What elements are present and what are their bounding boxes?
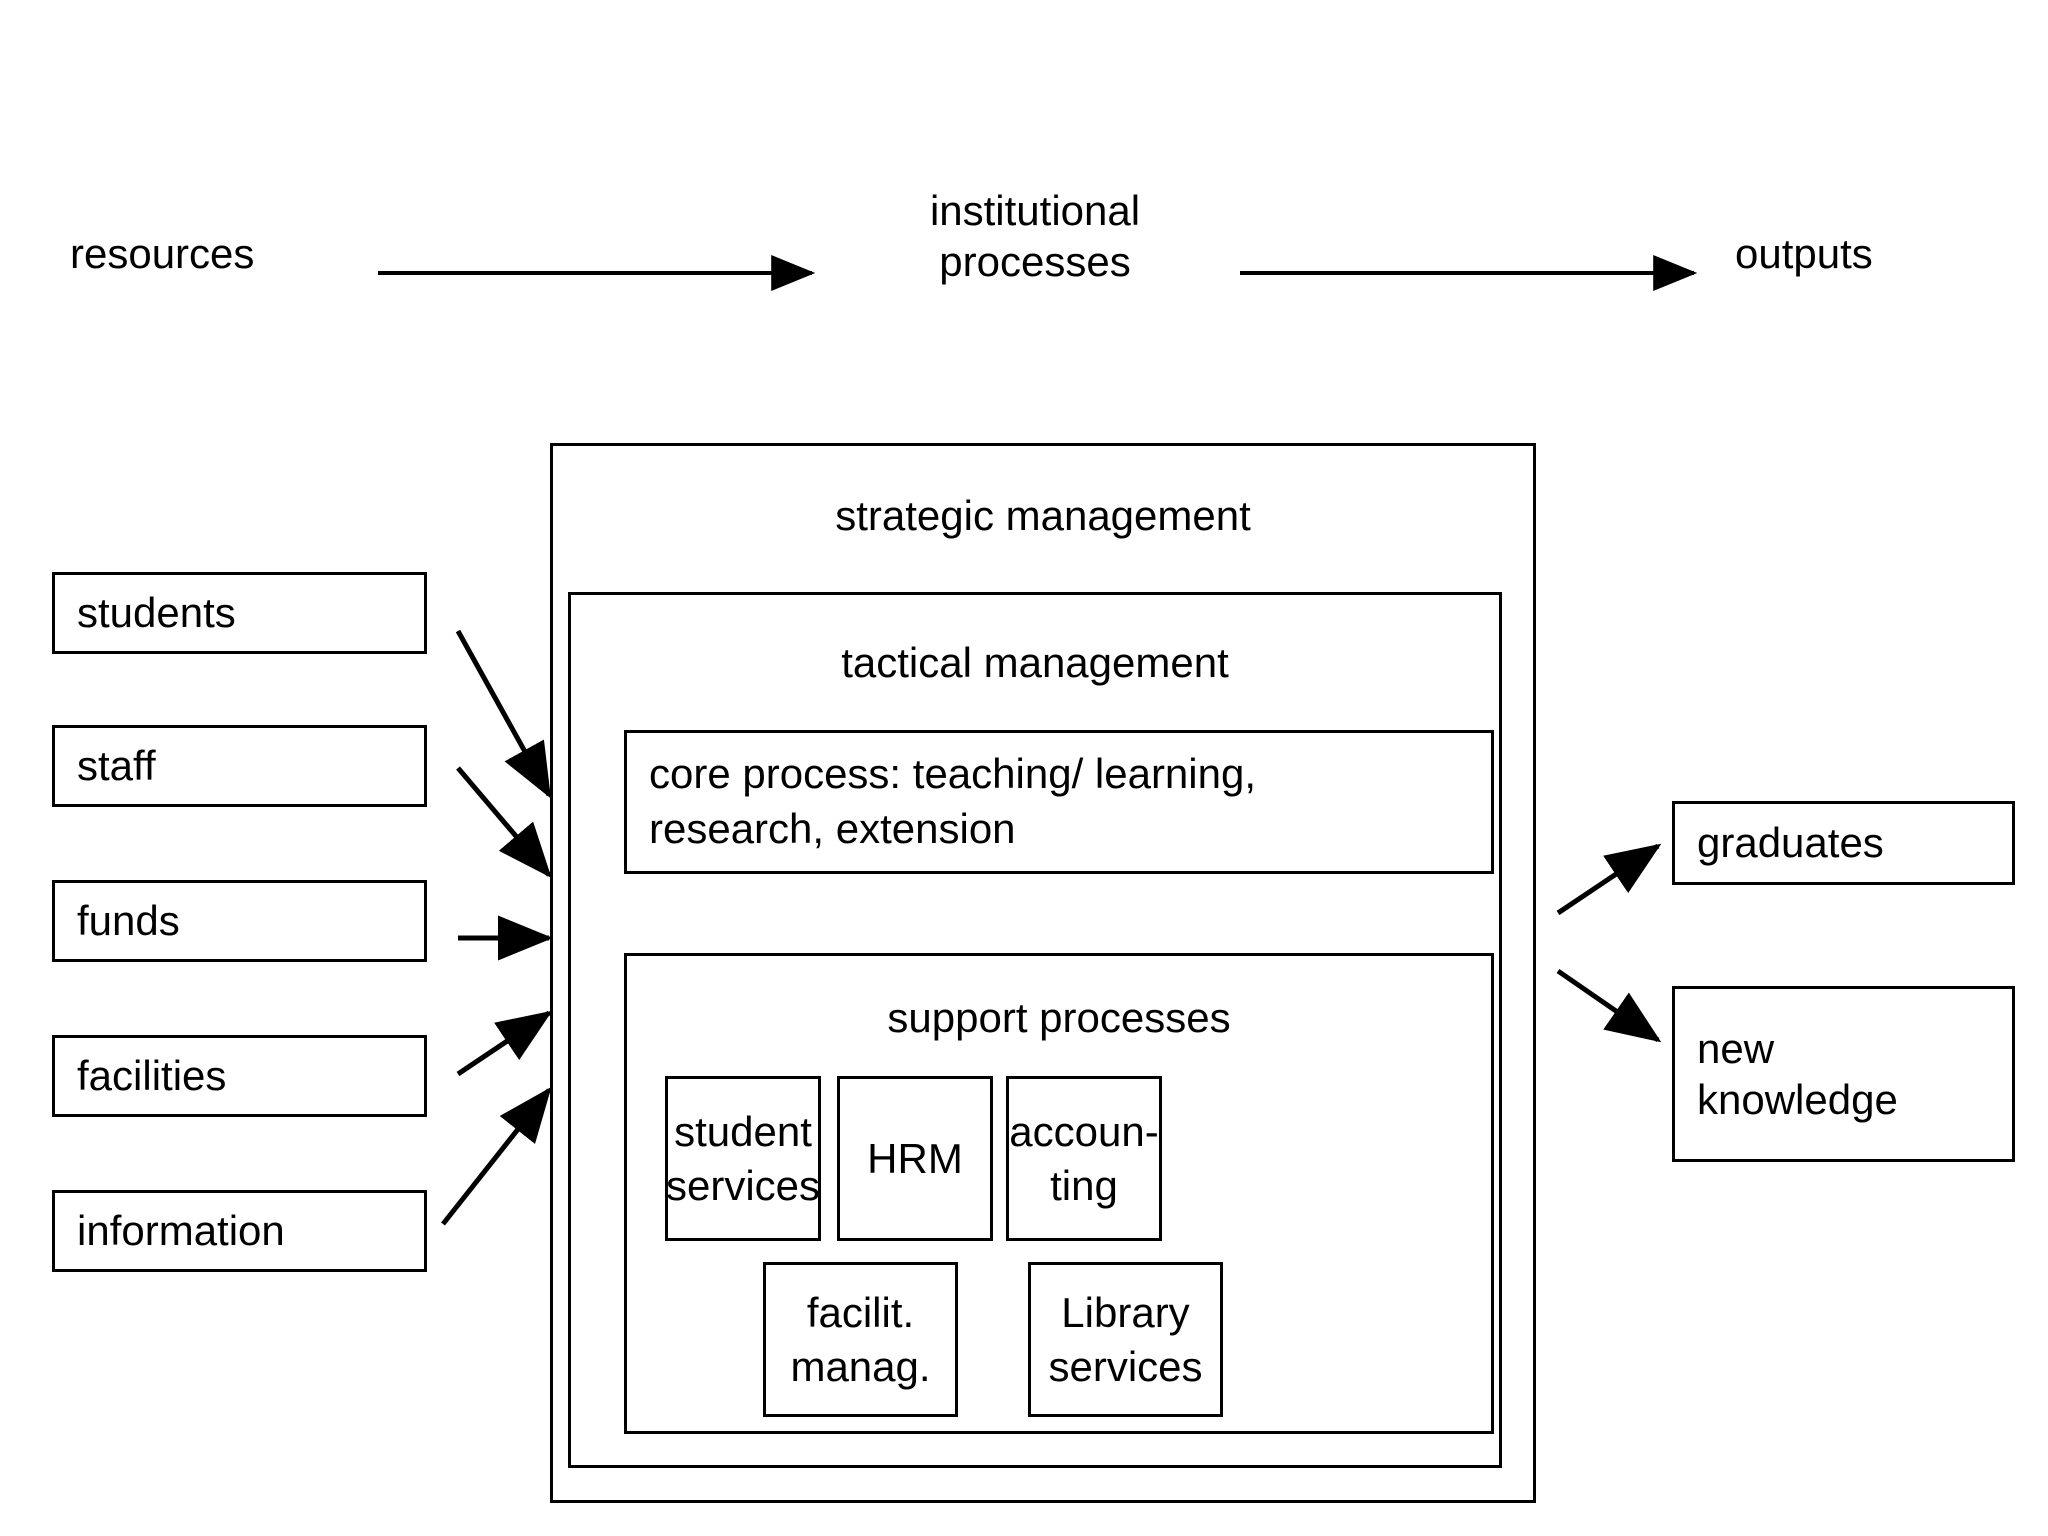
resource-box-students[interactable]: students [52,572,427,654]
support-unit-label: HRM [867,1134,963,1182]
resource-label: funds [77,897,180,945]
support-unit-student-services[interactable]: student services [665,1076,821,1241]
support-unit-accounting[interactable]: accoun- ting [1006,1076,1162,1241]
resource-box-information[interactable]: information [52,1190,427,1272]
support-unit-facility-management[interactable]: facilit. manag. [763,1262,958,1417]
arrow-information-to-processes [441,1086,552,1226]
output-label: graduates [1697,819,1884,867]
core-process-box[interactable]: core process: teaching/ learning, resear… [624,730,1494,874]
arrow-facilities-to-processes [456,1010,553,1077]
arrow-processes-to-new-knowledge [1556,968,1662,1043]
resource-label: facilities [77,1052,227,1100]
support-unit-label: facilit. manag. [790,1288,931,1390]
resource-label: information [77,1207,285,1255]
support-unit-label: accoun- ting [1009,1107,1159,1209]
arrow-staff-to-processes [456,766,552,879]
support-unit-library-services[interactable]: Library services [1028,1262,1223,1417]
resource-box-funds[interactable]: funds [52,880,427,962]
container-support-processes-title: support processes [887,994,1231,1041]
container-tactical-management[interactable]: tactical management [568,592,1502,1468]
output-box-graduates[interactable]: graduates [1672,801,2015,885]
flow-input-label: resources [70,230,255,277]
support-unit-hrm[interactable]: HRM [837,1076,993,1241]
support-unit-label: student services [665,1107,821,1209]
container-tactical-management-title: tactical management [841,639,1229,686]
container-strategic-management-title: strategic management [835,492,1251,539]
container-support-processes[interactable]: support processes [624,953,1494,1434]
arrow-processes-to-graduates [1556,843,1662,916]
core-process-label: core process: teaching/ learning, resear… [649,750,1257,852]
flow-middle-label: institutional processes [929,187,1141,286]
support-unit-label: Library services [1048,1288,1203,1390]
arrow-students-to-processes [455,629,552,799]
output-label: new knowledge [1697,1024,1898,1123]
container-strategic-management[interactable]: strategic management [550,443,1536,1503]
resource-box-facilities[interactable]: facilities [52,1035,427,1117]
resource-label: staff [77,742,156,790]
resource-box-staff[interactable]: staff [52,725,427,807]
output-box-new-knowledge[interactable]: new knowledge [1672,986,2015,1162]
resource-label: students [77,589,236,637]
flow-output-label: outputs [1735,230,1873,277]
